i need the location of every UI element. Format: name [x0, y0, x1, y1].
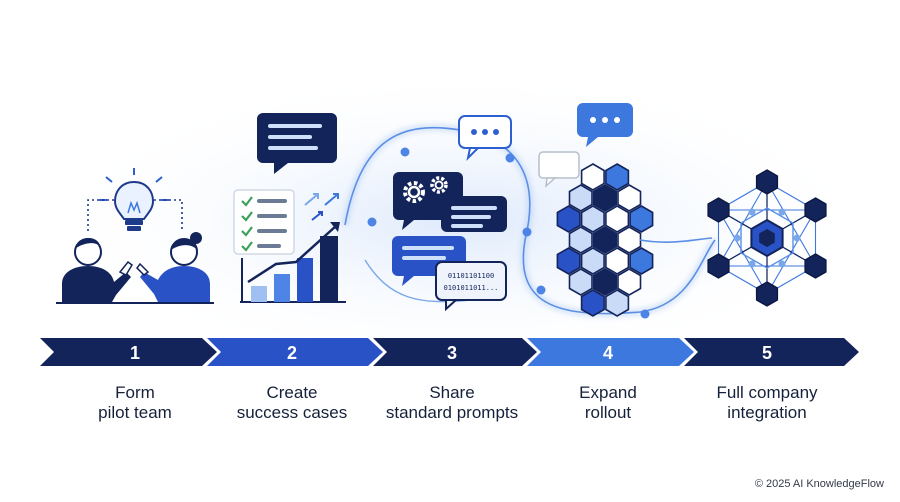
hexagon-cell: [580, 163, 605, 191]
step-3-number: 3: [447, 343, 457, 363]
hexagon-cell: [629, 205, 654, 233]
hexagon-cell: [580, 205, 605, 233]
pilot-team-illustration: [56, 168, 214, 304]
hexagon-cell: [605, 247, 630, 275]
step-5-number: 5: [762, 343, 772, 363]
hexagon-cell: [592, 184, 618, 212]
step-2-label-line-2: success cases: [236, 403, 348, 422]
network-dot: [733, 234, 741, 242]
hexagon-cell: [605, 163, 630, 191]
step-5-arrow: [684, 338, 859, 366]
success-cases-illustration: [233, 113, 346, 303]
step-3-arrow: [373, 338, 537, 366]
person-left-icon: [62, 237, 133, 302]
step-2-label: Create success cases: [207, 383, 377, 423]
full-integration-illustration: [707, 169, 827, 307]
binary-line-2: 0101011011...: [444, 284, 499, 292]
step-4-number: 4: [603, 343, 613, 363]
network-dot: [748, 208, 756, 216]
step-2-label-line-1: Create: [266, 383, 318, 402]
network-dot: [778, 208, 786, 216]
hexagon-cell: [568, 184, 593, 212]
hexagon-cell: [605, 289, 630, 317]
hexagon-cell: [592, 268, 618, 296]
hub-node: [804, 253, 827, 279]
step-4-arrow: [527, 338, 694, 366]
growth-chart-icon: [240, 193, 346, 303]
hexagon-cell: [617, 226, 642, 254]
lightbulb-icon: [99, 168, 169, 231]
hexagon-cell: [629, 247, 654, 275]
step-4-label-line-1: Expand: [579, 383, 637, 402]
hub-node: [707, 253, 730, 279]
checklist-icon: [233, 189, 295, 255]
step-2-number: 2: [287, 343, 297, 363]
network-link: [639, 237, 713, 243]
hub-node: [804, 197, 827, 223]
speech-bubble-lines-icon: [257, 113, 337, 174]
inner-ring: [740, 207, 794, 269]
chat-dots-bubble-icon: [458, 115, 512, 162]
empty-bubble-icon: [538, 151, 580, 188]
gear-icon: [430, 176, 448, 194]
hexagon-network-icon: [556, 163, 713, 317]
step-1-number: 1: [130, 343, 140, 363]
step-5-label: Full company integration: [682, 383, 852, 423]
hexagon-cell: [556, 205, 581, 233]
binary-bubble-icon: 01101101100 0101011011...: [435, 261, 507, 312]
step-arrow-bar: 1 2 3 4 5: [40, 338, 859, 366]
step-3-label-line-1: Share: [429, 383, 475, 402]
hexagon-cell: [617, 268, 642, 296]
hexagon-cell: [605, 205, 630, 233]
step-3-label-line-2: standard prompts: [385, 403, 519, 422]
hub-node: [755, 281, 779, 307]
step-1-label-line-2: pilot team: [98, 403, 172, 422]
hexagon-cell: [568, 226, 593, 254]
hexagon-cell: [556, 247, 581, 275]
hub-core-center: [759, 229, 775, 247]
step-2-arrow: [207, 338, 383, 366]
step-5-label-line-2: integration: [727, 403, 807, 422]
step-1-label-line-1: Form: [115, 383, 155, 402]
hexagon-cell: [580, 289, 605, 317]
gear-icon: [403, 181, 425, 203]
step-5-label-line-1: Full company: [716, 383, 818, 402]
step-4-label: Expand rollout: [523, 383, 693, 423]
hub-node: [707, 197, 730, 223]
step-4-label-line-2: rollout: [584, 403, 632, 422]
text-bubble-icon: [441, 196, 507, 232]
step-3-label: Share standard prompts: [367, 383, 537, 423]
person-right-icon: [136, 232, 210, 302]
hexagon-cell: [617, 184, 642, 212]
expand-rollout-illustration: [538, 103, 713, 317]
hexagon-cell: [568, 268, 593, 296]
step-1-arrow: [40, 338, 217, 366]
hub-node: [755, 169, 779, 195]
hub-network-icon: [707, 169, 827, 307]
chat-dots-bubble-icon: [577, 103, 633, 147]
step-1-label: Form pilot team: [50, 383, 220, 423]
copyright-footer: © 2025 AI KnowledgeFlow: [754, 478, 884, 490]
standard-prompts-illustration: 01101101100 0101011011...: [392, 115, 512, 312]
network-dot: [793, 234, 801, 242]
hexagon-cell: [580, 247, 605, 275]
hexagon-cell: [592, 226, 618, 254]
network-dot: [748, 260, 756, 268]
network-dot: [778, 260, 786, 268]
binary-line-1: 01101101100: [448, 272, 494, 280]
